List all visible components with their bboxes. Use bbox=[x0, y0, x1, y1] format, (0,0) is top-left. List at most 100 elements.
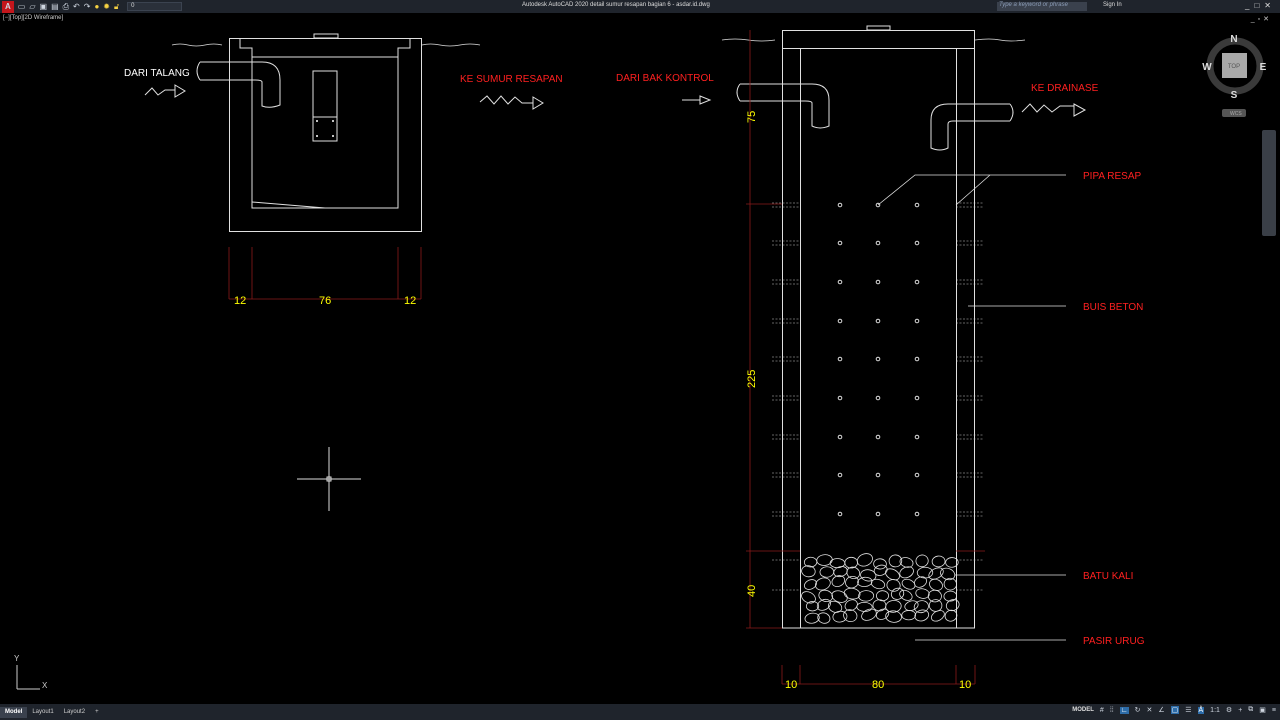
viewcube-w[interactable]: W bbox=[1202, 62, 1212, 73]
model-space-button[interactable]: MODEL bbox=[1072, 707, 1094, 713]
annotation-icon[interactable]: Å bbox=[1197, 706, 1205, 714]
tab-model[interactable]: Model bbox=[0, 706, 28, 718]
hole-mark bbox=[875, 472, 881, 478]
viewport-controls[interactable]: _▫✕ bbox=[1250, 16, 1272, 23]
viewcube-n[interactable]: N bbox=[1230, 34, 1237, 45]
hole-mark bbox=[914, 511, 920, 517]
stone bbox=[929, 578, 943, 591]
stone bbox=[928, 567, 944, 580]
bulb-icon[interactable]: ● bbox=[94, 2, 100, 11]
dim-12-right: 12 bbox=[404, 295, 416, 307]
stone bbox=[930, 610, 945, 622]
viewcube-e[interactable]: E bbox=[1260, 62, 1267, 73]
search-input[interactable]: Type a keyword or phrase bbox=[997, 2, 1087, 11]
plot-icon[interactable]: ⎙ bbox=[62, 1, 70, 11]
dim-10-left: 10 bbox=[785, 679, 797, 691]
ucs-x-label: X bbox=[42, 681, 48, 690]
stone bbox=[914, 609, 930, 622]
stone bbox=[827, 600, 843, 613]
polar-icon[interactable]: ↻ bbox=[1134, 707, 1141, 714]
annotation-scale[interactable]: 1:1 bbox=[1210, 706, 1220, 714]
lock-icon[interactable]: 🔓︎ bbox=[113, 1, 120, 11]
stone bbox=[844, 556, 858, 569]
hole-mark bbox=[837, 356, 843, 362]
stone bbox=[857, 576, 873, 587]
hole-mark bbox=[837, 472, 843, 478]
gear-icon[interactable]: ⚙ bbox=[1225, 707, 1233, 714]
customize-menu-icon[interactable]: ≡ bbox=[1271, 706, 1276, 714]
navigation-bar[interactable] bbox=[1262, 130, 1276, 236]
label-batu-kali: BATU KALI bbox=[1083, 571, 1133, 582]
label-ke-drainase: KE DRAINASE bbox=[1031, 83, 1099, 94]
label-buis-beton: BUIS BETON bbox=[1083, 302, 1143, 313]
stone bbox=[888, 554, 903, 568]
stone bbox=[860, 569, 877, 582]
stone bbox=[943, 590, 958, 602]
dim-12-left: 12 bbox=[234, 295, 246, 307]
hole-mark bbox=[914, 395, 920, 401]
viewport-label[interactable]: [−][Top][2D Wireframe] bbox=[3, 15, 64, 21]
tab-add[interactable]: + bbox=[95, 708, 99, 715]
tab-layout2[interactable]: Layout2 bbox=[63, 708, 86, 715]
save-icon[interactable]: ▣ bbox=[39, 2, 48, 11]
title-bar: A ▭ ▱ ▣ ▤ ⎙ ↶ ↷ ● ✹ 🔓︎ 0 Autodesk AutoCA… bbox=[0, 0, 1280, 13]
plus-icon[interactable]: + bbox=[1238, 706, 1243, 714]
window-controls[interactable]: _□✕ bbox=[1245, 1, 1276, 10]
hole-mark bbox=[837, 202, 843, 208]
viewcube-s[interactable]: S bbox=[1231, 90, 1238, 101]
dim-80: 80 bbox=[872, 679, 884, 691]
hole-mark bbox=[875, 279, 881, 285]
tab-layout1[interactable]: Layout1 bbox=[32, 708, 54, 715]
stone bbox=[873, 564, 888, 576]
snap-icon[interactable]: ⁞⁞ bbox=[1109, 706, 1114, 714]
dim-225: 225 bbox=[746, 370, 758, 388]
layer-dropdown[interactable]: 0 bbox=[127, 2, 183, 11]
stone bbox=[931, 555, 946, 568]
hole-mark bbox=[837, 240, 843, 246]
open-icon[interactable]: ▱ bbox=[29, 2, 36, 11]
stone bbox=[846, 566, 861, 580]
sign-in-button[interactable]: Sign In bbox=[1103, 2, 1122, 8]
stone bbox=[819, 566, 835, 578]
ortho-icon[interactable]: ∟ bbox=[1119, 706, 1129, 714]
redo-icon[interactable]: ↷ bbox=[83, 2, 91, 11]
fullscreen-icon[interactable]: ▣ bbox=[1259, 707, 1266, 714]
stone bbox=[801, 565, 816, 578]
stone bbox=[875, 608, 890, 620]
viewcube[interactable]: TOP N S W E WCS bbox=[1202, 34, 1267, 117]
hole-mark bbox=[914, 472, 920, 478]
sun-icon[interactable]: ✹ bbox=[103, 2, 110, 11]
grid-icon[interactable]: # bbox=[1099, 706, 1104, 714]
ucs-y-label: Y bbox=[14, 654, 20, 663]
stone bbox=[815, 577, 831, 591]
undo-icon[interactable]: ↶ bbox=[73, 2, 80, 11]
stone bbox=[856, 601, 873, 612]
label-dari-talang: DARI TALANG bbox=[124, 68, 190, 79]
stone bbox=[944, 609, 958, 622]
stone bbox=[940, 567, 956, 581]
stone bbox=[845, 575, 859, 589]
osnap-track-icon[interactable]: ✕ bbox=[1146, 707, 1153, 714]
hole-mark bbox=[875, 202, 881, 208]
angle-icon[interactable]: ∠ bbox=[1158, 707, 1165, 714]
app-menu-button[interactable]: A bbox=[2, 0, 14, 13]
osnap-icon[interactable]: ▢ bbox=[1170, 706, 1180, 714]
viewcube-top[interactable]: TOP bbox=[1228, 64, 1240, 70]
hole-mark bbox=[914, 356, 920, 362]
new-icon[interactable]: ▭ bbox=[17, 2, 26, 11]
isolate-icon[interactable]: ⧉ bbox=[1248, 706, 1254, 713]
dim-40: 40 bbox=[746, 585, 758, 597]
stone bbox=[914, 576, 927, 588]
lineweight-icon[interactable]: ☰ bbox=[1185, 707, 1192, 714]
viewcube-top-face[interactable] bbox=[1222, 53, 1247, 78]
stone bbox=[801, 591, 816, 604]
hole-mark bbox=[914, 318, 920, 324]
stone bbox=[915, 588, 930, 599]
stone bbox=[913, 600, 929, 614]
pipe-holes bbox=[772, 202, 984, 591]
stone bbox=[916, 566, 934, 579]
save-as-icon[interactable]: ▤ bbox=[51, 2, 59, 11]
wcs-menu[interactable]: WCS bbox=[1230, 111, 1242, 117]
hole-mark bbox=[875, 356, 881, 362]
